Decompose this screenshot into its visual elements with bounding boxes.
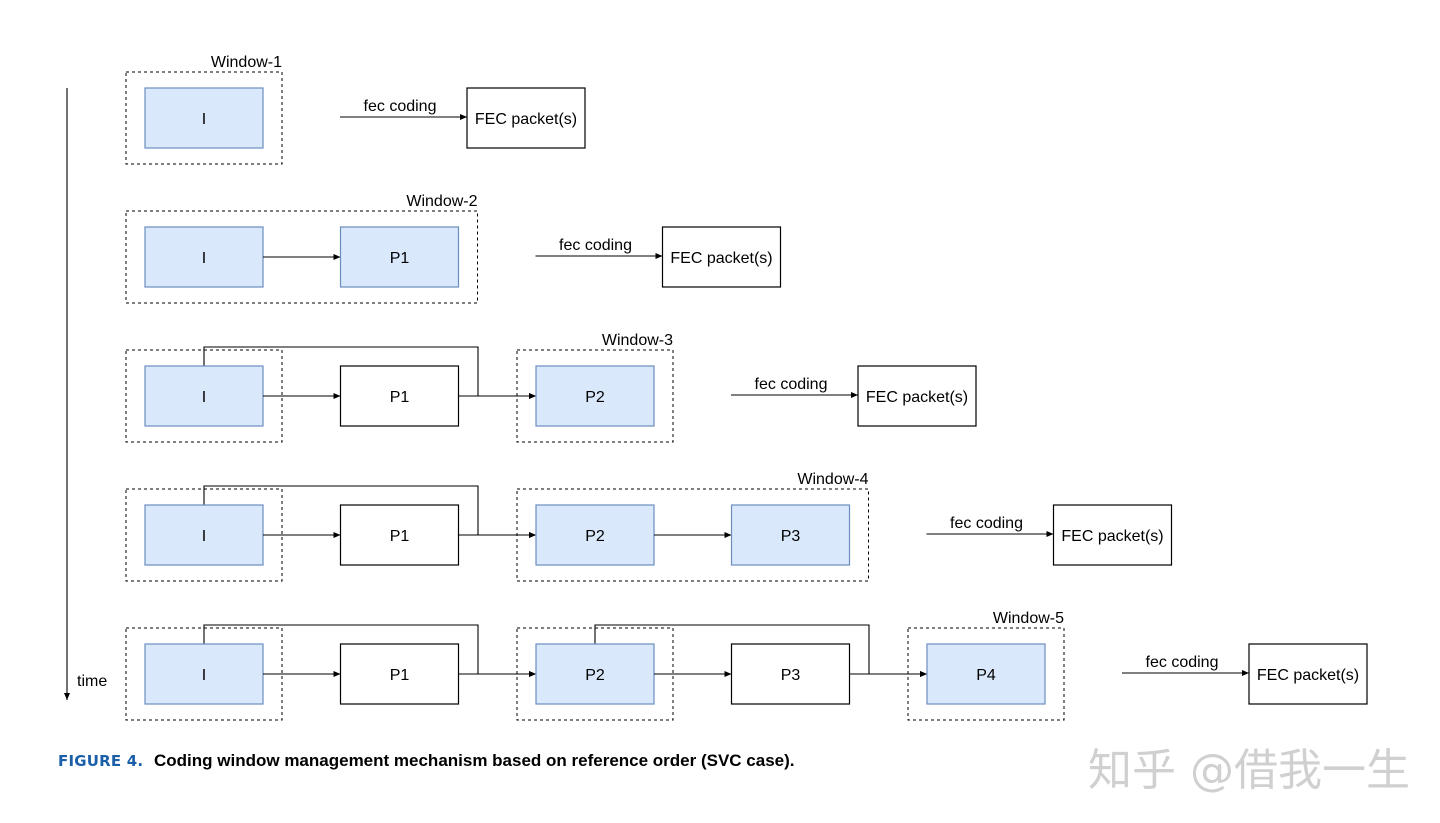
frame-box	[535, 365, 655, 427]
figure-caption: FIGURE 4. Coding window management mecha…	[58, 751, 795, 771]
frame-label: P2	[585, 528, 605, 545]
frame-i: I	[144, 365, 264, 427]
fec-packet-label: FEC packet(s)	[1061, 528, 1163, 545]
frame-box	[339, 643, 460, 705]
frame-p1: P1	[339, 504, 460, 566]
fec-packet-label: FEC packet(s)	[475, 111, 577, 128]
frame-box	[144, 365, 264, 427]
frame-i: I	[144, 643, 264, 705]
frame-box	[339, 504, 460, 566]
fec-packet-box: FEC packet(s)	[661, 226, 782, 288]
fec-coding-label: fec coding	[1146, 654, 1219, 671]
fec-packet-rect	[857, 365, 977, 427]
watermark: 知乎 @借我一生	[1088, 745, 1410, 796]
fec-coding-label: fec coding	[559, 237, 632, 254]
fec-packet-rect	[1052, 504, 1173, 566]
frame-label: I	[202, 250, 206, 267]
fec-packet-box: FEC packet(s)	[857, 365, 977, 427]
fec-packet-label: FEC packet(s)	[1257, 667, 1359, 684]
frame-box	[730, 643, 851, 705]
frame-box	[535, 504, 655, 566]
frame-label: P1	[390, 389, 410, 406]
time-axis-label: time	[77, 673, 107, 690]
frame-box	[144, 87, 264, 149]
frame-i: I	[144, 504, 264, 566]
figure-number: FIGURE 4.	[58, 752, 144, 770]
figure-caption-text: Coding window management mechanism based…	[154, 751, 795, 770]
window-label: Window-3	[602, 332, 673, 349]
frame-box	[144, 226, 264, 288]
fec-packet-rect	[1248, 643, 1368, 705]
frame-i: I	[144, 87, 264, 149]
frame-label: P1	[390, 667, 410, 684]
window-label: Window-5	[993, 610, 1064, 627]
fec-packet-rect	[661, 226, 782, 288]
frame-box	[144, 504, 264, 566]
frame-box	[339, 226, 460, 288]
frame-label: I	[202, 667, 206, 684]
frame-p1: P1	[339, 365, 460, 427]
frame-label: P3	[781, 528, 801, 545]
window-label: Window-1	[211, 54, 282, 71]
fec-coding-label: fec coding	[950, 515, 1023, 532]
frame-label: P3	[781, 667, 801, 684]
fec-packet-box: FEC packet(s)	[1052, 504, 1173, 566]
frame-box	[926, 643, 1046, 705]
fec-packet-box: FEC packet(s)	[466, 87, 586, 149]
window-group	[125, 71, 283, 165]
frame-p2: P2	[535, 365, 655, 427]
window-label: Window-2	[406, 193, 477, 210]
frame-p4: P4	[926, 643, 1046, 705]
frame-label: I	[202, 528, 206, 545]
frame-box	[730, 504, 851, 566]
frame-p1: P1	[339, 226, 460, 288]
frame-p3: P3	[730, 504, 851, 566]
frame-p1: P1	[339, 643, 460, 705]
frame-label: P1	[390, 250, 410, 267]
frame-i: I	[144, 226, 264, 288]
frame-label: P4	[976, 667, 996, 684]
fec-packet-rect	[466, 87, 586, 149]
frame-p3: P3	[730, 643, 851, 705]
frame-label: P2	[585, 667, 605, 684]
frame-box	[144, 643, 264, 705]
frame-label: P2	[585, 389, 605, 406]
frame-p2: P2	[535, 504, 655, 566]
window-group	[125, 210, 478, 304]
fec-packet-box: FEC packet(s)	[1248, 643, 1368, 705]
fec-coding-label: fec coding	[364, 98, 437, 115]
fec-packet-label: FEC packet(s)	[866, 389, 968, 406]
fec-coding-label: fec coding	[755, 376, 828, 393]
window-label: Window-4	[797, 471, 868, 488]
frame-box	[339, 365, 460, 427]
frame-label: I	[202, 389, 206, 406]
frame-label: P1	[390, 528, 410, 545]
frame-label: I	[202, 111, 206, 128]
frame-p2: P2	[535, 643, 655, 705]
fec-packet-label: FEC packet(s)	[670, 250, 772, 267]
frame-box	[535, 643, 655, 705]
